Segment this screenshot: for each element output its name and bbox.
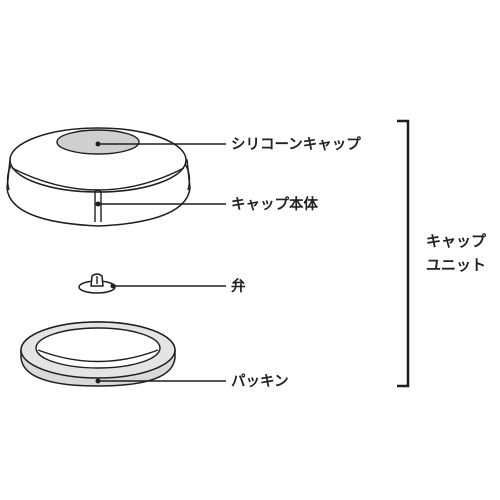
label-cap-body: キャップ本体: [231, 195, 318, 213]
packing-illustration: [20, 321, 176, 387]
group-label-line1: キャップ: [426, 232, 487, 250]
leader-lines: [95, 141, 226, 384]
group-label-line2: ユニット: [426, 256, 486, 274]
valve-illustration: [78, 273, 116, 294]
label-silicone-cap: シリコーンキャップ: [231, 136, 361, 153]
group-bracket: [397, 119, 410, 388]
label-packing: パッキン: [231, 373, 289, 390]
label-valve: 弁: [231, 277, 246, 295]
